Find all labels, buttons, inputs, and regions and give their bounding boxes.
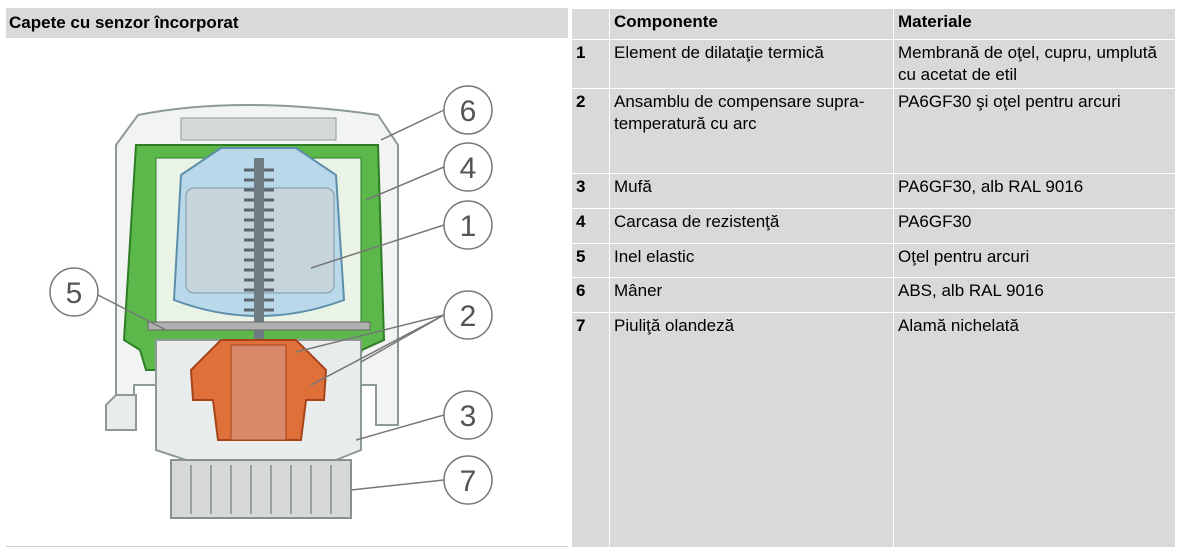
header-material: Materiale (893, 8, 1176, 40)
table-row: 5 Inel elastic Oţel pentru arcuri (571, 242, 1176, 279)
header-component: Componente (609, 8, 894, 40)
callout-3-label: 3 (460, 400, 477, 433)
callout-1: 1 (443, 200, 493, 250)
components-table: Componente Materiale 1 Element de dilata… (571, 8, 1176, 548)
callout-2: 2 (443, 290, 493, 340)
row-index: 2 (571, 88, 610, 174)
header-index (571, 8, 610, 40)
row-index: 7 (571, 312, 610, 548)
table-row: 6 Mâner ABS, alb RAL 9016 (571, 277, 1176, 313)
spindle-shape (254, 158, 264, 348)
table-row: 4 Carcasa de rezistenţă PA6GF30 (571, 207, 1176, 244)
callout-7-label: 7 (460, 465, 477, 498)
table-row: 3 Mufă PA6GF30, alb RAL 9016 (571, 173, 1176, 209)
row-index: 4 (571, 207, 610, 244)
compensator-core-shape (230, 344, 287, 441)
row-index: 3 (571, 173, 610, 209)
row-material: Membrană de oţel, cupru, umplută cu acet… (893, 39, 1176, 89)
row-component: Mufă (609, 173, 894, 209)
row-material: PA6GF30 (893, 207, 1176, 244)
nut-ribs-shape (190, 465, 332, 514)
leader-lines (97, 109, 445, 491)
union-nut-shape (170, 459, 352, 519)
row-component: Element de dilataţie termică (609, 39, 894, 89)
cap-ribs-shape (180, 117, 337, 141)
thermostatic-head-cutaway-figure: 6 4 1 5 2 3 7 (6, 40, 568, 545)
table-row: 7 Piuliţă olandeză Alamă nichelată (571, 312, 1176, 548)
section-title: Capete cu senzor încorporat (6, 8, 568, 38)
callout-5: 5 (49, 267, 99, 317)
row-material: Alamă nichelată (893, 312, 1176, 548)
row-material: Oţel pentru arcuri (893, 242, 1176, 279)
table-row: 1 Element de dilataţie termică Membrană … (571, 39, 1176, 89)
side-clip-shape (105, 394, 137, 431)
callout-5-label: 5 (66, 277, 83, 310)
callout-4-label: 4 (460, 152, 477, 185)
row-index: 6 (571, 277, 610, 313)
callout-4: 4 (443, 142, 493, 192)
row-index: 1 (571, 39, 610, 89)
table-header-row: Componente Materiale (571, 8, 1176, 40)
elastic-ring-shape (147, 321, 371, 331)
callout-6: 6 (443, 85, 493, 135)
row-component: Piuliţă olandeză (609, 312, 894, 548)
callout-2-label: 2 (460, 300, 477, 333)
row-component: Inel elastic (609, 242, 894, 279)
row-material: ABS, alb RAL 9016 (893, 277, 1176, 313)
row-component: Mâner (609, 277, 894, 313)
callout-3: 3 (443, 390, 493, 440)
bottom-divider (6, 546, 568, 547)
table-row: 2 Ansamblu de compensare supra-temperatu… (571, 88, 1176, 174)
callout-1-label: 1 (460, 210, 477, 243)
row-material: PA6GF30 şi oţel pentru arcuri (893, 88, 1176, 174)
row-material: PA6GF30, alb RAL 9016 (893, 173, 1176, 209)
callout-6-label: 6 (460, 95, 477, 128)
cutaway-illustration: 6 4 1 5 2 3 7 (49, 85, 493, 519)
row-index: 5 (571, 242, 610, 279)
row-component: Carcasa de rezistenţă (609, 207, 894, 244)
row-component: Ansamblu de compensare supra-temperatură… (609, 88, 894, 174)
callout-7: 7 (443, 455, 493, 505)
